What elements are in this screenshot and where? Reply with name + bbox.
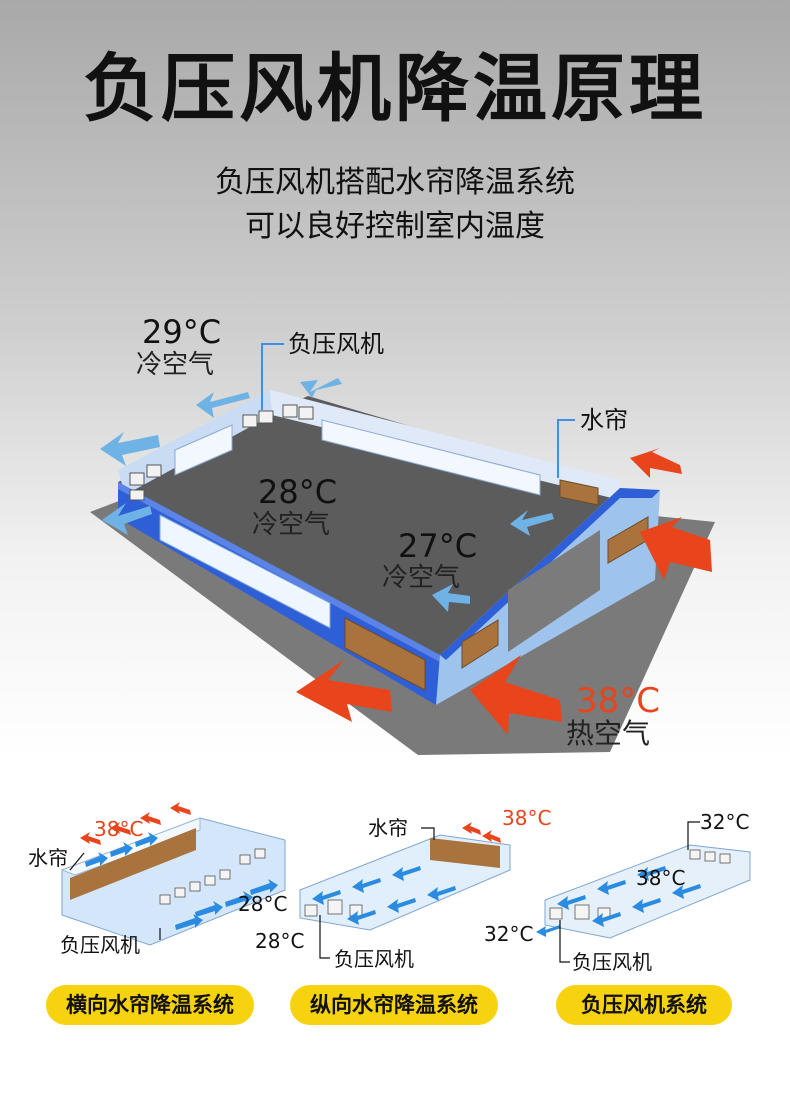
curtain-leader	[557, 419, 575, 478]
front-curtains	[344, 617, 426, 691]
outside-cold-label: 冷空气	[136, 350, 215, 380]
sys1-fan-label: 负压风机	[60, 933, 140, 957]
subtitle-line-1: 负压风机搭配水帘降温系统	[215, 165, 575, 200]
cold-arrows	[100, 378, 554, 612]
back-wall	[270, 390, 620, 500]
gable-curtain-2	[461, 619, 499, 669]
fans	[129, 404, 314, 501]
back-curtain	[559, 479, 599, 506]
system-2-building	[299, 822, 511, 959]
outside-cold-temp: 29°C	[142, 313, 222, 351]
fan-leader	[261, 343, 284, 410]
inside-mid-temp: 28°C	[258, 473, 338, 511]
sys3-fan-label: 负压风机	[572, 950, 652, 974]
sys3-out-temp: 32°C	[484, 922, 534, 946]
sys3-top-temp: 32°C	[700, 810, 750, 834]
hot-arrows	[296, 448, 712, 735]
sys1-out-temp: 28°C	[238, 892, 288, 916]
main-diagram	[90, 343, 715, 755]
curtain-label: 水帘	[580, 406, 628, 434]
system-3-building	[536, 821, 751, 963]
sys2-curtain-label: 水帘	[368, 816, 408, 840]
system-3-pill: 负压风机系统	[556, 985, 732, 1025]
system-1-pill: 横向水帘降温系统	[46, 985, 254, 1025]
sys2-fan-label: 负压风机	[334, 947, 414, 971]
page-title: 负压风机降温原理	[83, 46, 707, 132]
front-windows	[159, 514, 331, 629]
sys1-hot-temp: 38°C	[94, 817, 144, 841]
inside-near-temp: 27°C	[398, 527, 478, 565]
outside-hot-label: 热空气	[566, 717, 651, 750]
outside-hot-temp: 38°C	[576, 681, 661, 721]
big-door	[508, 530, 600, 652]
sys1-curtain-label: 水帘	[28, 846, 68, 870]
fan-label: 负压风机	[288, 330, 384, 358]
subtitle-line-2: 可以良好控制室内温度	[245, 209, 545, 244]
sys3-mid-temp: 38°C	[636, 866, 686, 890]
front-left-wall-top	[118, 482, 440, 662]
inside-mid-label: 冷空气	[252, 510, 331, 540]
system-1-building	[60, 802, 286, 946]
sys2-hot-temp: 38°C	[502, 806, 552, 830]
system-2-pill: 纵向水帘降温系统	[290, 985, 498, 1025]
back-windows	[174, 419, 541, 496]
sys2-out-temp: 28°C	[255, 929, 305, 953]
inside-near-label: 冷空气	[382, 563, 461, 593]
